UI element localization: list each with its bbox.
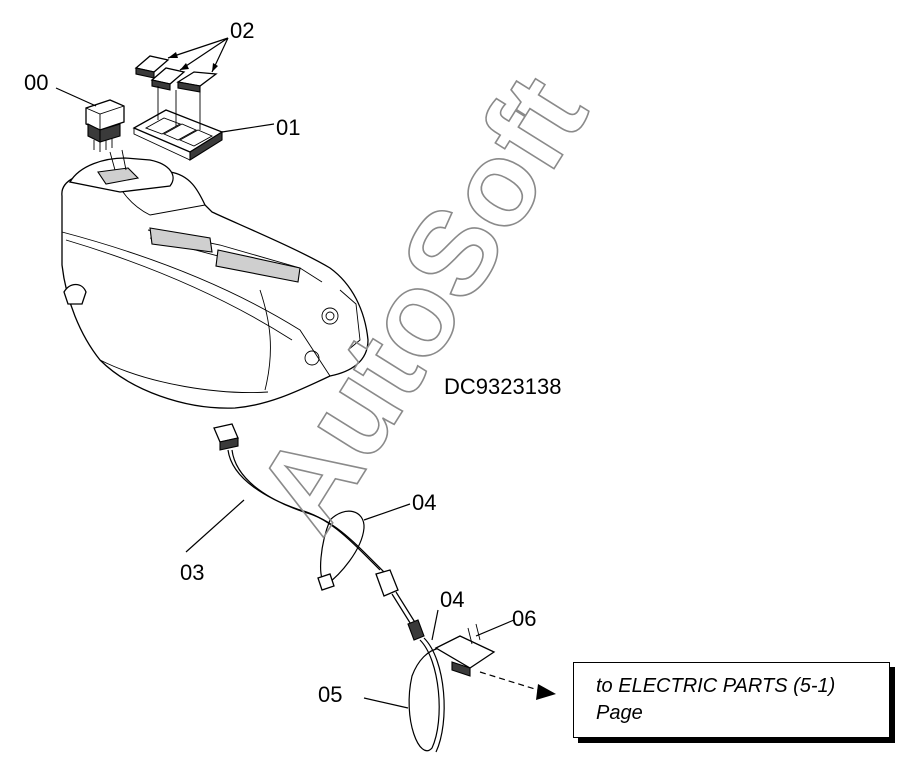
part-00-switch xyxy=(55,87,125,152)
console-body xyxy=(61,149,369,409)
reference-note-text: to ELECTRIC PARTS (5-1) Page xyxy=(596,675,836,724)
reference-note-box: to ELECTRIC PARTS (5-1) Page xyxy=(573,662,890,738)
label-04-lower: 04 xyxy=(440,587,464,612)
label-06: 06 xyxy=(512,606,536,631)
label-03: 03 xyxy=(180,560,204,585)
harness-03 xyxy=(185,423,417,627)
label-04-upper: 04 xyxy=(412,490,436,515)
label-01: 01 xyxy=(276,115,300,140)
drawing-code: DC9323138 xyxy=(444,374,561,399)
label-00: 00 xyxy=(24,70,48,95)
label-02: 02 xyxy=(230,18,254,43)
label-05: 05 xyxy=(318,682,342,707)
part-02-caps xyxy=(134,37,229,130)
part-01-bezel xyxy=(132,109,275,161)
harness-05 xyxy=(363,609,556,753)
